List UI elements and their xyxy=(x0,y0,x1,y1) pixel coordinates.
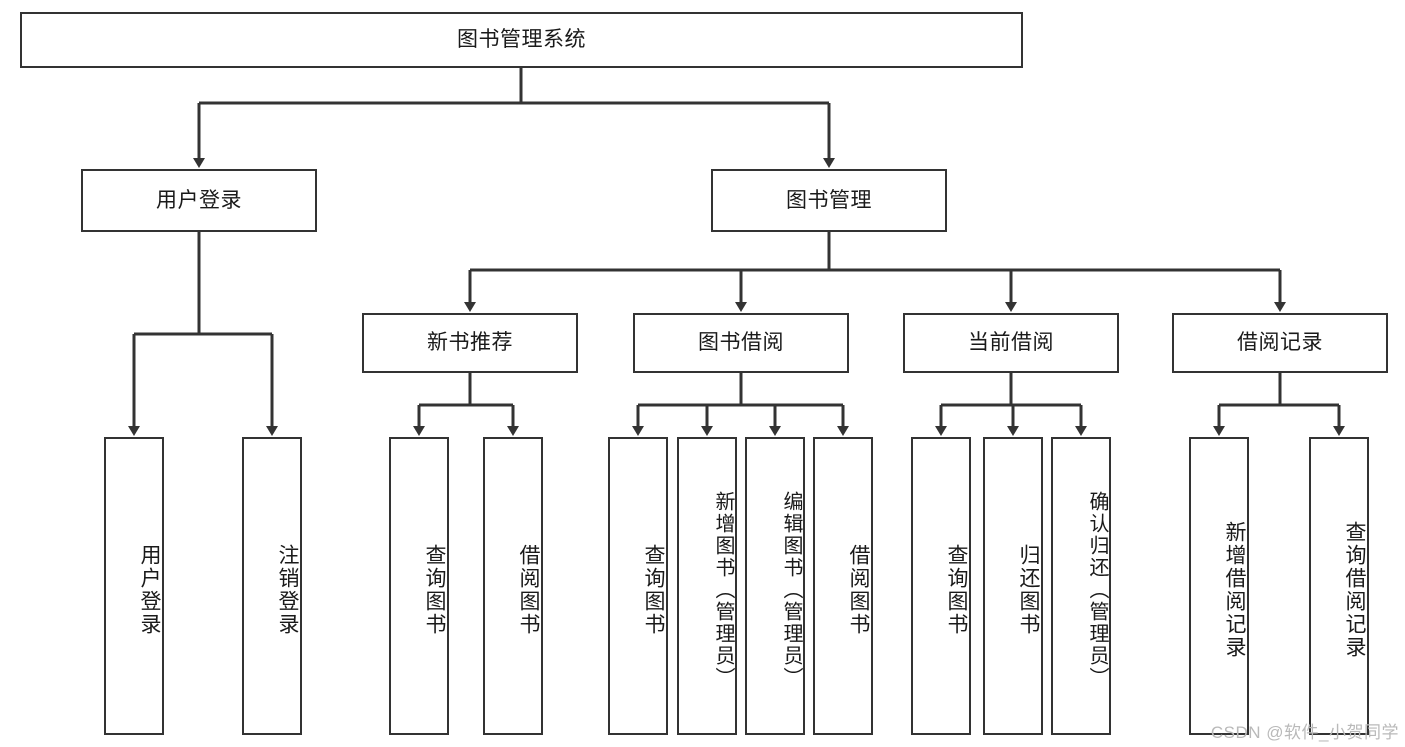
edge-group-current-borrow xyxy=(935,373,1087,436)
node-leaf-add-borrow-record[interactable]: 新增借阅记录 xyxy=(1189,437,1249,735)
edge-group-new-book-rec xyxy=(413,373,519,436)
edge-group-book-borrow xyxy=(632,373,849,436)
node-leaf-query-borrow-record[interactable]: 查询借阅记录 xyxy=(1309,437,1369,735)
node-current-borrow[interactable]: 当前借阅 xyxy=(903,313,1119,373)
node-leaf-query-book-recommend[interactable]: 查询图书 xyxy=(389,437,449,735)
node-leaf-return-book[interactable]: 归还图书 xyxy=(983,437,1043,735)
node-root[interactable]: 图书管理系统 xyxy=(20,12,1023,68)
csdn-watermark: CSDN @软件_小贺同学 xyxy=(1210,723,1399,742)
node-leaf-user-login[interactable]: 用户登录 xyxy=(104,437,164,735)
node-leaf-edit-book-admin[interactable]: 编辑图书（管理员） xyxy=(745,437,805,735)
edge-group-book-manage xyxy=(464,232,1286,312)
node-borrow-record[interactable]: 借阅记录 xyxy=(1172,313,1388,373)
node-book-manage[interactable]: 图书管理 xyxy=(711,169,947,232)
edge-group-root xyxy=(193,68,835,168)
edge-group-user-login xyxy=(128,232,278,436)
node-user-login[interactable]: 用户登录 xyxy=(81,169,317,232)
node-leaf-query-book-current[interactable]: 查询图书 xyxy=(911,437,971,735)
node-book-borrow[interactable]: 图书借阅 xyxy=(633,313,849,373)
edge-group-borrow-record xyxy=(1213,373,1345,436)
node-leaf-query-book-borrow[interactable]: 查询图书 xyxy=(608,437,668,735)
node-new-book-recommend[interactable]: 新书推荐 xyxy=(362,313,578,373)
node-leaf-confirm-return-admin[interactable]: 确认归还（管理员） xyxy=(1051,437,1111,735)
node-leaf-borrow-book[interactable]: 借阅图书 xyxy=(813,437,873,735)
node-leaf-add-book-admin[interactable]: 新增图书（管理员） xyxy=(677,437,737,735)
node-leaf-logout[interactable]: 注销登录 xyxy=(242,437,302,735)
node-leaf-borrow-book-recommend[interactable]: 借阅图书 xyxy=(483,437,543,735)
